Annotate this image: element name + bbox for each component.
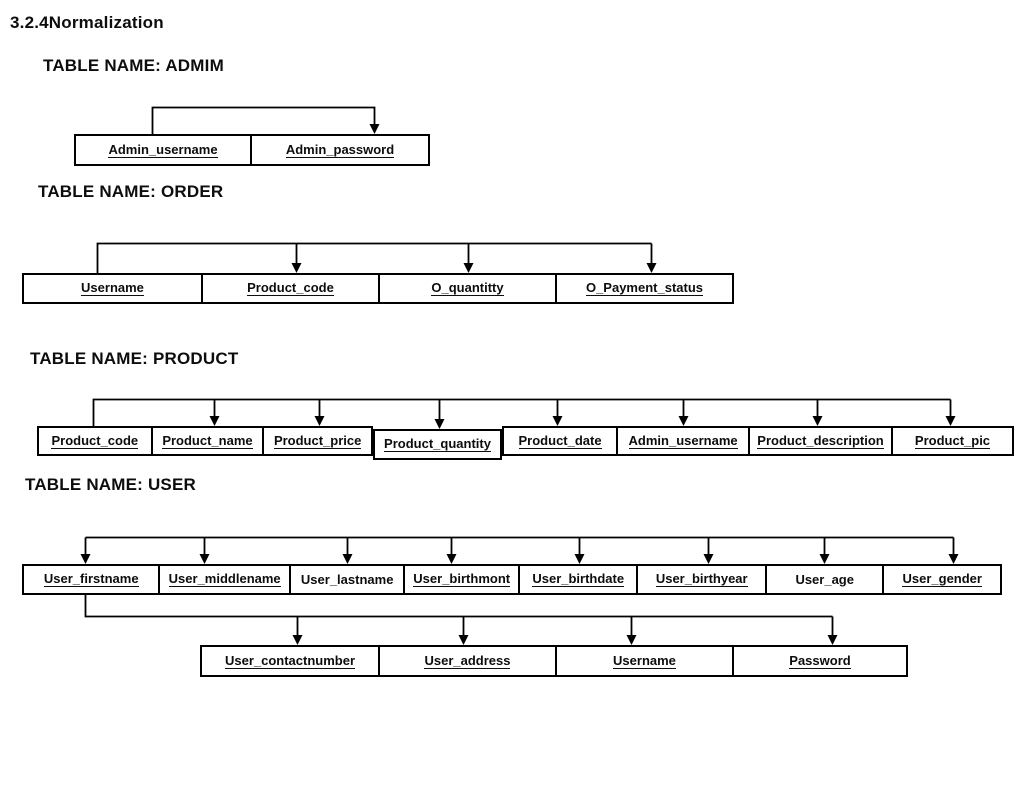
user-row2-connector-line [84,595,834,636]
field-label: Password [789,652,851,669]
field-label: Product_price [273,432,362,449]
arrowhead-icon [292,635,303,645]
field-label: User_middlename [168,571,281,587]
order-connector-line [96,242,653,273]
field-cell-user-middlename: User_middlename [158,566,288,593]
field-label: Product_pic [914,432,991,449]
field-label: Username [81,280,144,296]
field-label: User_gender [902,571,982,587]
arrowhead-icon [458,635,469,645]
field-cell-o-quantitty: O_quantitty [377,275,555,302]
field-cell-user-gender: User_gender [882,566,1000,593]
arrowhead-icon [678,416,689,426]
field-label: User_lastname [300,571,394,587]
admim-connector-line [151,106,376,134]
field-cell-admin-username: Admin_username [616,428,748,454]
table-heading-order: TABLE NAME: ORDER [38,182,224,201]
field-cell-user-birthmont: User_birthmont [403,566,518,593]
user-row1-connector-line [84,536,955,555]
table-heading-user: TABLE NAME: USER [25,475,196,494]
field-cell-product-description: Product_description [748,428,891,454]
arrowhead-icon [646,263,657,273]
field-cell-user-firstname: User_firstname [24,566,158,593]
arrowhead-icon [703,554,714,564]
field-label: User_birthmont [413,571,511,587]
arrowhead-icon [819,554,830,564]
table-heading-admim: TABLE NAME: ADMIM [43,56,224,75]
field-label: O_Payment_status [585,280,704,296]
field-label: User_age [795,571,854,587]
field-label: Product_code [51,432,139,449]
arrowhead-icon [463,263,474,273]
field-label: O_quantitty [431,280,504,296]
product-table-row-left: Product_code Product_name Product_price [37,426,373,456]
field-cell-admin-username: Admin_username [76,136,250,164]
arrowhead-icon [812,416,823,426]
product-quantity-box: Product_quantity [373,429,502,460]
arrowhead-icon [827,635,838,645]
arrowhead-icon [209,416,220,426]
arrowhead-icon [199,554,210,564]
field-label: Product_name [162,432,253,449]
field-label: Product_date [518,432,602,449]
field-label: User_firstname [43,571,139,587]
user-table-row-2: User_contactnumber User_address Username… [200,645,908,677]
arrowhead-icon [434,419,445,429]
field-cell-username: Username [24,275,201,302]
field-cell-product-price: Product_price [262,428,371,454]
field-cell-user-birthdate: User_birthdate [517,566,637,593]
field-cell-admin-password: Admin_password [250,136,428,164]
arrowhead-icon [342,554,353,564]
field-cell-password: Password [731,647,906,675]
arrowhead-icon [948,554,959,564]
field-cell-user-contactnumber: User_contactnumber [202,647,378,675]
field-cell-product-code: Product_code [39,428,151,454]
arrowhead-icon [369,124,380,134]
field-cell-product-name: Product_name [150,428,263,454]
field-cell-o-payment-status: O_Payment_status [554,275,732,302]
arrowhead-icon [314,416,325,426]
order-table-row: Username Product_code O_quantitty O_Paym… [22,273,734,304]
field-label: User_birthyear [655,571,748,587]
product-table-row-right: Product_date Admin_username Product_desc… [502,426,1014,456]
arrowhead-icon [945,416,956,426]
field-cell-user-address: User_address [377,647,555,675]
field-label: Product_code [247,280,334,296]
field-cell-product-date: Product_date [504,428,616,454]
arrowhead-icon [80,554,91,564]
arrowhead-icon [446,554,457,564]
field-label: User_birthdate [532,571,625,587]
page-title: 3.2.4Normalization [10,13,164,32]
field-label: Admin_username [108,141,218,158]
field-cell-user-birthyear: User_birthyear [636,566,764,593]
field-cell-user-age: User_age [764,566,883,593]
arrowhead-icon [574,554,585,564]
field-label: Username [613,652,676,669]
field-cell-product-code: Product_code [200,275,378,302]
field-cell-product-quantity: Product_quantity [375,431,500,458]
field-label: Product_quantity [384,436,491,452]
field-label: Product_description [757,432,884,449]
field-label: User_contactnumber [224,652,356,669]
arrowhead-icon [291,263,302,273]
arrowhead-icon [552,416,563,426]
admim-table-row: Admin_username Admin_password [74,134,430,166]
user-table-row-1: User_firstname User_middlename User_last… [22,564,1002,595]
product-connector-line [92,398,952,426]
field-cell-product-pic: Product_pic [890,428,1012,454]
field-cell-username: Username [554,647,732,675]
field-label: User_address [424,652,511,669]
field-label: Admin_password [285,141,395,158]
arrowhead-icon [626,635,637,645]
table-heading-product: TABLE NAME: PRODUCT [30,349,239,368]
field-cell-user-lastname: User_lastname [288,566,404,593]
field-label: Admin_username [628,432,738,449]
